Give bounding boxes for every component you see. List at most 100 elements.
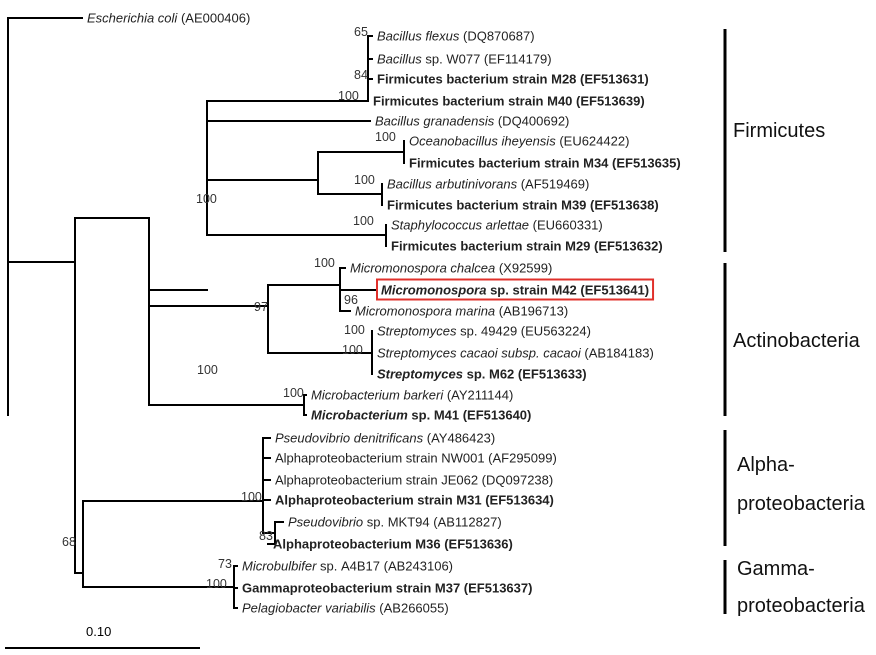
leaf-label-part: sp. MKT94 (AB112827)	[363, 515, 502, 530]
leaf-label: Firmicutes bacterium strain M34 (EF51363…	[409, 156, 681, 171]
group-label-gamma: proteobacteria	[737, 595, 866, 617]
leaf-label: Microbacterium barkeri (AY211144)	[311, 388, 513, 403]
leaf-label-part: Streptomyces cacaoi subsp. cacaoi	[377, 346, 582, 361]
leaf-label: Escherichia coli (AE000406)	[87, 11, 250, 26]
leaf-label-part: (AB184183)	[581, 346, 654, 361]
leaf-label-part: sp. 49429 (EU563224)	[456, 324, 590, 339]
leaf-label-part: Oceanobacillus iheyensis	[409, 134, 556, 149]
bootstrap-value: 100	[344, 323, 365, 337]
scale-bar-label: 0.10	[86, 624, 111, 639]
bootstrap-value: 100	[241, 490, 262, 504]
group-label-firmicutes: Firmicutes	[733, 120, 825, 142]
leaf-label-part: Streptomyces	[377, 367, 463, 382]
bootstrap-value: 100	[206, 577, 227, 591]
scale-bar: 0.10	[5, 624, 200, 649]
bootstrap-value: 100	[196, 192, 217, 206]
leaf-label-part: (AE000406)	[177, 11, 250, 26]
leaf-label-part: Firmicutes bacterium strain M39 (EF51363…	[387, 198, 659, 213]
leaf-label-part: Bacillus granadensis	[375, 114, 495, 129]
bootstrap-value: 83	[259, 529, 273, 543]
leaf-label-part: Alphaproteobacterium M36 (EF513636)	[273, 537, 513, 552]
leaf-label-part: Gammaproteobacterium strain M37 (EF51363…	[242, 581, 532, 596]
leaf-label: Bacillus granadensis (DQ400692)	[375, 114, 569, 129]
leaf-label: Firmicutes bacterium strain M40 (EF51363…	[373, 94, 645, 109]
leaf-label: Firmicutes bacterium strain M28 (EF51363…	[377, 72, 649, 87]
leaf-label: Staphylococcus arlettae (EU660331)	[391, 218, 603, 233]
leaf-label-part: Bacillus flexus	[377, 29, 460, 44]
bootstrap-value: 68	[62, 535, 76, 549]
leaf-label-part: Alphaproteobacterium strain M31 (EF51363…	[275, 493, 554, 508]
leaf-label-part: Alphaproteobacterium strain JE062 (DQ097…	[275, 473, 553, 488]
leaf-label-part: (EU624422)	[556, 134, 630, 149]
bootstrap-value: 100	[342, 343, 363, 357]
bootstrap-value: 100	[353, 214, 374, 228]
bootstrap-value: 84	[354, 68, 368, 82]
leaf-label: Oceanobacillus iheyensis (EU624422)	[409, 134, 629, 149]
bootstrap-value: 96	[344, 293, 358, 307]
leaf-label-part: Firmicutes bacterium strain M34 (EF51363…	[409, 156, 681, 171]
leaf-label: Streptomyces sp. 49429 (EU563224)	[377, 324, 591, 339]
leaf-label-part: sp. M62 (EF513633)	[463, 367, 587, 382]
leaf-label-part: Microbacterium	[311, 408, 408, 423]
leaf-label-part: Firmicutes bacterium strain M28 (EF51363…	[377, 72, 649, 87]
bootstrap-value: 97	[254, 300, 268, 314]
group-label-actinobacteria: Actinobacteria	[733, 330, 861, 352]
bootstrap-value: 100	[197, 363, 218, 377]
leaf-label-part: (AF519469)	[517, 177, 589, 192]
leaf-label: Pseudovibrio denitrificans (AY486423)	[275, 431, 495, 446]
leaf-label-part: Micromonospora chalcea	[350, 261, 495, 276]
bootstrap-value: 100	[314, 256, 335, 270]
leaf-label: Alphaproteobacterium strain M31 (EF51363…	[275, 493, 554, 508]
leaf-label-part: Pseudovibrio denitrificans	[275, 431, 424, 446]
bootstrap-value: 100	[338, 89, 359, 103]
leaf-label: Alphaproteobacterium strain JE062 (DQ097…	[275, 473, 553, 488]
leaf-label-part: (DQ870687)	[459, 29, 534, 44]
leaf-label: Microbacterium sp. M41 (EF513640)	[311, 408, 531, 423]
leaf-labels: Escherichia coli (AE000406) Bacillus flex…	[87, 11, 681, 616]
bootstrap-value: 100	[283, 386, 304, 400]
leaf-label-part: (AB266055)	[376, 601, 449, 616]
bootstrap-value: 100	[354, 173, 375, 187]
leaf-label-part: Firmicutes bacterium strain M29 (EF51363…	[391, 239, 663, 254]
leaf-label: Bacillus flexus (DQ870687)	[377, 29, 535, 44]
group-label-alpha: proteobacteria	[737, 493, 866, 515]
leaf-label: Firmicutes bacterium strain M39 (EF51363…	[387, 198, 659, 213]
leaf-label: Micromonospora marina (AB196713)	[355, 304, 568, 319]
bootstrap-value: 100	[375, 130, 396, 144]
leaf-label: Bacillus arbutinivorans (AF519469)	[387, 177, 589, 192]
leaf-label: Firmicutes bacterium strain M29 (EF51363…	[391, 239, 663, 254]
leaf-label: Streptomyces sp. M62 (EF513633)	[377, 367, 587, 382]
leaf-label-part: Micromonospora	[381, 283, 486, 298]
leaf-label-part: (AY486423)	[423, 431, 495, 446]
leaf-label-part: Firmicutes bacterium strain M40 (EF51363…	[373, 94, 645, 109]
leaf-label-part: Bacillus arbutinivorans	[387, 177, 518, 192]
leaf-label-part: (AB196713)	[495, 304, 568, 319]
leaf-label: Micromonospora chalcea (X92599)	[350, 261, 552, 276]
leaf-label: Pelagiobacter variabilis (AB266055)	[242, 601, 449, 616]
leaf-label-part: (DQ400692)	[494, 114, 569, 129]
leaf-label-part: (AY211144)	[443, 388, 513, 403]
leaf-label-part: Escherichia coli	[87, 11, 178, 26]
leaf-label-part: sp. strain M42 (EF513641)	[486, 283, 649, 298]
leaf-label: Bacillus sp. W077 (EF114179)	[377, 52, 552, 67]
leaf-label-part: Bacillus	[377, 52, 422, 67]
bootstrap-value: 65	[354, 25, 368, 39]
leaf-label-part: Microbacterium barkeri	[311, 388, 444, 403]
leaf-label-part: Pseudovibrio	[288, 515, 363, 530]
leaf-label-part: sp. M41 (EF513640)	[408, 408, 532, 423]
bootstrap-value: 73	[218, 557, 232, 571]
leaf-label-part: sp. W077 (EF114179)	[422, 52, 552, 67]
tree-branches	[7, 17, 405, 609]
leaf-label: Micromonospora sp. strain M42 (EF513641)	[381, 283, 649, 298]
leaf-label: Streptomyces cacaoi subsp. cacaoi (AB184…	[377, 346, 654, 361]
group-label-alpha: Alpha-	[737, 454, 795, 476]
leaf-label: Pseudovibrio sp. MKT94 (AB112827)	[288, 515, 502, 530]
leaf-label-part: (EU660331)	[529, 218, 603, 233]
leaf-label-part: Micromonospora marina	[355, 304, 495, 319]
leaf-label: Alphaproteobacterium strain NW001 (AF295…	[275, 451, 557, 466]
leaf-label-part: Pelagiobacter variabilis	[242, 601, 376, 616]
leaf-label: Gammaproteobacterium strain M37 (EF51363…	[242, 581, 532, 596]
leaf-label-part: Staphylococcus arlettae	[391, 218, 529, 233]
leaf-label: Alphaproteobacterium M36 (EF513636)	[273, 537, 513, 552]
